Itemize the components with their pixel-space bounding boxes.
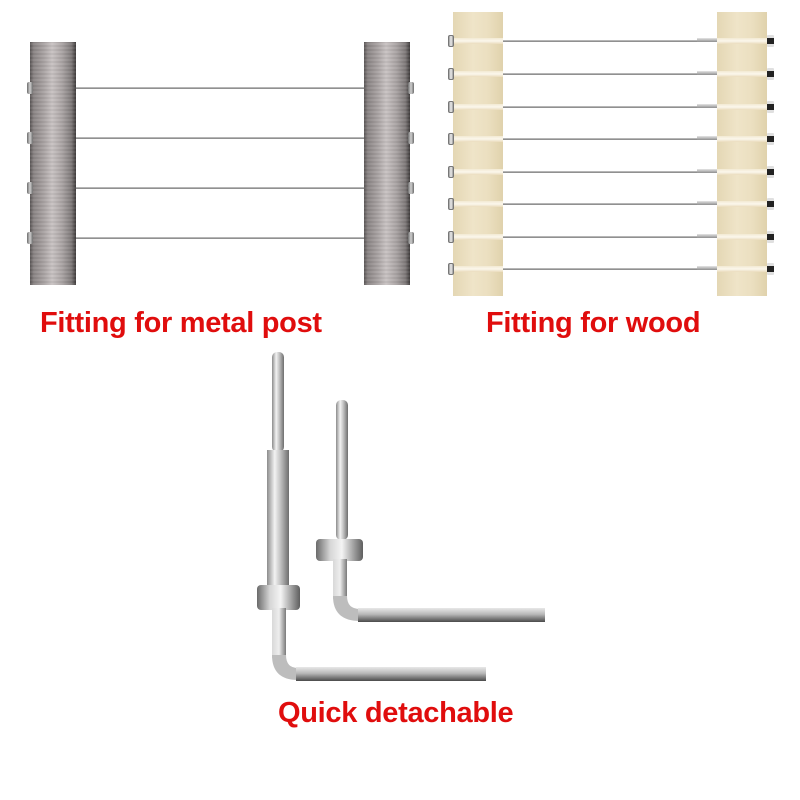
metal-post-right bbox=[364, 42, 410, 285]
tensioner-sleeve bbox=[697, 136, 717, 140]
cable bbox=[76, 237, 364, 239]
end-cap-icon bbox=[767, 198, 774, 210]
end-cap-icon bbox=[448, 133, 454, 145]
end-cap-icon bbox=[448, 166, 454, 178]
cable bbox=[503, 236, 698, 238]
end-cap-icon bbox=[448, 68, 454, 80]
cable bbox=[503, 268, 698, 270]
end-cap-icon bbox=[767, 231, 774, 243]
cable bbox=[503, 171, 698, 173]
wood-post-left bbox=[453, 12, 503, 296]
end-cap-icon bbox=[448, 101, 454, 113]
cable bbox=[503, 40, 698, 42]
bolt-icon bbox=[27, 132, 33, 144]
metal-post-panel: Fitting for metal post bbox=[0, 0, 430, 339]
metal-post-left bbox=[30, 42, 76, 285]
bolt-icon bbox=[27, 82, 33, 94]
cable bbox=[503, 106, 698, 108]
bolt-icon bbox=[27, 182, 33, 194]
tensioner-sleeve bbox=[697, 234, 717, 238]
tensioner-sleeve bbox=[697, 169, 717, 173]
end-cap-icon bbox=[448, 35, 454, 47]
tensioner-sleeve bbox=[697, 266, 717, 270]
cable bbox=[76, 187, 364, 189]
end-cap-icon bbox=[448, 263, 454, 275]
cable bbox=[76, 87, 364, 89]
tensioner-sleeve bbox=[697, 71, 717, 75]
tools-panel: Quick detachable bbox=[0, 340, 800, 800]
wood-post-panel: Fitting for wood bbox=[430, 0, 800, 339]
end-cap-icon bbox=[767, 133, 774, 145]
end-cap-icon bbox=[448, 198, 454, 210]
bolt-icon bbox=[408, 132, 414, 144]
end-cap-icon bbox=[448, 231, 454, 243]
end-cap-icon bbox=[767, 263, 774, 275]
wood-post-right bbox=[717, 12, 767, 296]
end-cap-icon bbox=[767, 101, 774, 113]
swage-tools-illustration bbox=[257, 352, 545, 681]
long-fitting-tool bbox=[257, 352, 486, 681]
bolt-icon bbox=[27, 232, 33, 244]
cable bbox=[76, 137, 364, 139]
caption-metal-post: Fitting for metal post bbox=[40, 307, 322, 339]
caption-wood: Fitting for wood bbox=[486, 307, 701, 339]
cable bbox=[503, 138, 698, 140]
bolt-icon bbox=[408, 232, 414, 244]
end-cap-icon bbox=[767, 166, 774, 178]
tensioner-sleeve bbox=[697, 201, 717, 205]
end-cap-icon bbox=[767, 68, 774, 80]
bolt-icon bbox=[408, 182, 414, 194]
short-fitting-tool bbox=[316, 400, 545, 622]
tensioner-sleeve bbox=[697, 104, 717, 108]
tensioner-sleeve bbox=[697, 38, 717, 42]
caption-quick-detachable: Quick detachable bbox=[278, 697, 514, 729]
end-cap-icon bbox=[767, 35, 774, 47]
bolt-icon bbox=[408, 82, 414, 94]
cable bbox=[503, 73, 698, 75]
cable bbox=[503, 203, 698, 205]
